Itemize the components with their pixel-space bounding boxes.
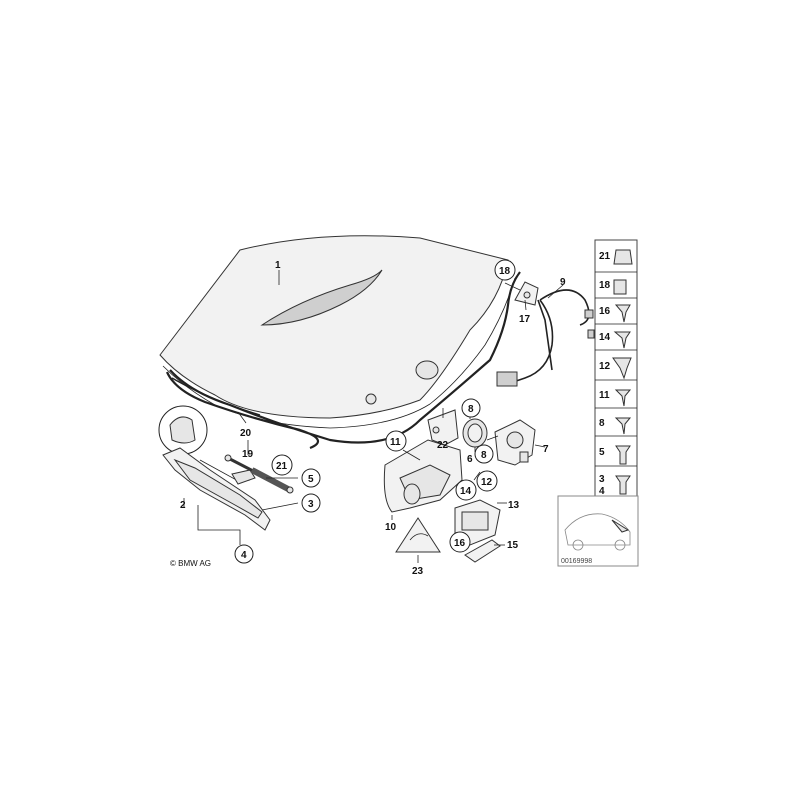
release-handle <box>464 539 501 563</box>
callout-20: 20 <box>240 428 252 439</box>
trunk-lid <box>159 235 516 429</box>
callout-19: 19 <box>242 449 254 460</box>
callout-9: 9 <box>560 277 566 288</box>
trunk-lining <box>383 439 463 513</box>
wiring-cable <box>496 289 595 387</box>
fastener-label-14: 14 <box>599 332 611 343</box>
callout-6: 6 <box>467 454 473 465</box>
callout-7: 7 <box>543 444 549 455</box>
callout-13: 13 <box>508 500 520 511</box>
fastener-label-8: 8 <box>599 418 605 429</box>
callout-14: 14 <box>460 486 472 497</box>
callout-12: 12 <box>481 477 493 488</box>
fastener-label-4: 4 <box>599 486 605 497</box>
fastener-label-5: 5 <box>599 447 605 458</box>
copyright-text: © BMW AG <box>170 559 211 568</box>
callout-21: 21 <box>276 461 288 472</box>
callout-11: 11 <box>390 437 401 448</box>
callout-labels: 1 2 3 4 5 6 7 8 8 9 10 11 12 13 14 15 16… <box>180 259 566 577</box>
callout-22: 22 <box>437 440 449 451</box>
seal-detail <box>158 405 208 455</box>
fastener-label-3: 3 <box>599 474 605 485</box>
callout-5: 5 <box>308 474 314 485</box>
callout-10: 10 <box>385 522 397 533</box>
callout-2: 2 <box>180 500 186 511</box>
lid-hole <box>365 393 377 405</box>
fastener-label-18: 18 <box>599 280 611 291</box>
warning-triangle-label <box>395 517 441 553</box>
callout-1: 1 <box>275 260 281 271</box>
callout-8-top: 8 <box>468 404 474 415</box>
callout-16: 16 <box>454 538 466 549</box>
lock-seal-ring <box>462 418 488 448</box>
image-code: 00169998 <box>561 558 592 565</box>
fastener-label-21: 21 <box>599 251 611 262</box>
callout-3: 3 <box>308 499 314 510</box>
callout-8-bottom: 8 <box>481 450 487 461</box>
bracket <box>427 409 459 446</box>
fastener-label-12: 12 <box>599 361 611 372</box>
gas-strut <box>224 454 294 494</box>
lock-cylinder <box>494 419 536 466</box>
callout-17: 17 <box>519 314 531 325</box>
fastener-labels: 21 18 16 14 12 11 8 5 3 4 <box>599 251 611 497</box>
hinge-assembly <box>162 447 271 531</box>
callout-23: 23 <box>412 566 424 577</box>
fastener-label-16: 16 <box>599 306 611 317</box>
fastener-label-11: 11 <box>599 390 610 401</box>
callout-4: 4 <box>241 550 247 561</box>
fastener-column <box>594 239 638 499</box>
callout-15: 15 <box>507 540 519 551</box>
callout-18: 18 <box>499 266 511 277</box>
car-thumbnail <box>557 495 639 567</box>
